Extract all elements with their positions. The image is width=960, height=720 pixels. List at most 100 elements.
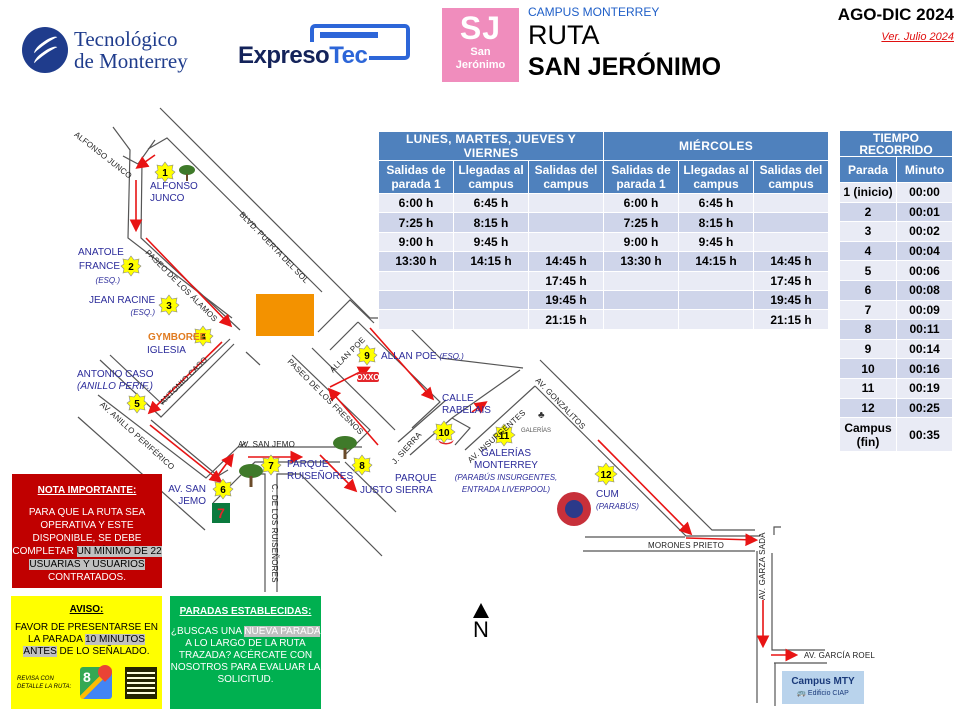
paradas-note: PARADAS ESTABLECIDAS: ¿BUSCAS UNA NUEVA … [170, 596, 321, 709]
stop-12-line1: CUM [596, 489, 619, 500]
stop-11-line1: GALERÍAS [480, 448, 532, 459]
ruta-label: RUTA [528, 20, 600, 50]
santander-logo [438, 440, 454, 445]
cell: 9:00 h [378, 231, 454, 253]
paradas-note-title: PARADAS ESTABLECIDAS: [179, 606, 312, 617]
bus-icon: 🚌 [797, 690, 806, 697]
expreso-part1: Expreso [238, 42, 330, 69]
aviso-body2: DE LO SEÑALADO. [59, 646, 150, 657]
aviso-small-text: REVISA CON DETALLE LA RUTA: [17, 676, 72, 690]
stop-9-label: ALLAN POE (ESQ.) [381, 351, 464, 363]
svg-text:8: 8 [359, 461, 365, 472]
street-morones-prieto: MORONES PRIETO [648, 541, 724, 550]
cell [528, 212, 604, 233]
stop-7-line2: RUISEÑORES [287, 471, 354, 482]
cell: 7:25 h [603, 212, 679, 233]
cell: 17:45 h [753, 270, 829, 291]
stop-5-note: (ANILLO PERIF.) [77, 381, 154, 393]
tec-monterrey-logo: Tecnológico de Monterrey [22, 22, 222, 78]
aviso-footer: REVISA CON DETALLE LA RUTA: 8 [17, 662, 157, 701]
svg-text:12: 12 [600, 470, 612, 481]
stop-2-note-text: (ESQ.) [95, 276, 120, 285]
expresotec-logo: ExpresoTec [238, 24, 413, 74]
street-ruisenores: C. DE LOS RUISEÑORES [270, 484, 279, 583]
route-map: 1 2 3 4 5 6 7 8 9 10 11 12 OXXO 7 ♣ [77, 107, 827, 706]
seven-eleven-logo [212, 503, 230, 523]
cell: 7 [839, 299, 897, 321]
stop-2-line1: ANATOLE [78, 247, 124, 258]
cell [528, 192, 604, 214]
destination-sub-text: Edificio CIAP [807, 690, 849, 697]
stop-11-note2: ENTRADA LIVERPOOL) [446, 484, 566, 496]
col-header: Salidas de parada 1 [378, 160, 454, 194]
cell: 6 [839, 279, 897, 301]
group-weekdays: LUNES, MARTES, JUEVES Y VIERNES [378, 131, 604, 161]
stop-11-note1: (PARABÚS INSURGENTES, [446, 472, 566, 484]
stop-8-line2: JUSTO SIERRA [360, 485, 433, 496]
cell: 00:14 [896, 338, 953, 360]
cell: 6:00 h [378, 192, 454, 214]
svg-text:9: 9 [364, 351, 370, 362]
stop-3-note-text: (ESQ.) [130, 308, 155, 317]
cell: 13:30 h [378, 251, 454, 272]
stop-7-line1: PARQUE [287, 459, 329, 470]
stop-11-note2-text: ENTRADA LIVERPOOL) [461, 485, 551, 494]
cell [453, 309, 529, 330]
svg-text:7: 7 [217, 505, 225, 521]
cell: 6:00 h [603, 192, 679, 214]
cell: 8:15 h [453, 212, 529, 233]
cell [678, 270, 754, 291]
table-row: 1 (inicio)00:00 [839, 182, 953, 203]
badge-line2: Jerónimo [455, 59, 506, 71]
expresotec-text: ExpresoTec [238, 42, 370, 70]
expreso-part2: Tec [329, 42, 368, 69]
qr-code-icon[interactable] [125, 667, 157, 699]
cell: 10 [839, 358, 897, 379]
col-header-minuto: Minuto [896, 156, 953, 183]
badge-line1: San [470, 46, 491, 58]
svg-text:2: 2 [128, 262, 134, 273]
svg-text:11: 11 [499, 431, 510, 442]
cell: 00:35 [896, 417, 953, 453]
cell: 9:45 h [453, 231, 529, 253]
stop-10-line2: RABELAIS [442, 405, 491, 416]
stop-11-line2: MONTERREY [474, 460, 538, 471]
aviso-note-title: AVISO: [69, 604, 104, 615]
cell [753, 231, 829, 253]
destination-sub: 🚌 Edificio CIAP [782, 689, 864, 697]
period-label: AGO-DIC 2024 [837, 5, 954, 24]
paradas-highlight: NUEVA PARADA [244, 626, 321, 637]
cell: 14:15 h [678, 251, 754, 272]
cell: 9 [839, 338, 897, 360]
cell: Campus (fin) [839, 417, 897, 453]
col-header: Salidas del campus [528, 160, 604, 194]
stop-2-line2: FRANCE [78, 261, 120, 272]
cell: 00:01 [896, 201, 953, 223]
aviso-body1: FAVOR DE PRESENTARSE EN LA PARADA [15, 622, 158, 645]
stop-9-note: (ESQ.) [439, 352, 464, 361]
cell: 00:09 [896, 299, 953, 321]
stop-12-label: CUM (PARABÚS) [596, 489, 639, 513]
galerias-logo-label: GALERÍAS [521, 428, 552, 434]
stop-3-label: JEAN RACINE(ESQ.) [89, 295, 155, 319]
cell: 4 [839, 240, 897, 262]
route-badge: SJ San Jerónimo [442, 8, 519, 82]
tree-icons [179, 165, 357, 487]
stop-9-line1: ALLAN POE [381, 351, 437, 362]
stop-12-note-text: (PARABÚS) [596, 502, 639, 511]
paradas-body1: ¿BUSCAS UNA [170, 626, 242, 637]
oxxo-logo [357, 372, 379, 382]
street-garza-sada: AV. GARZA SADA [758, 532, 767, 600]
svg-text:10: 10 [438, 428, 450, 439]
stop-4-label: IGLESIA [147, 345, 186, 356]
